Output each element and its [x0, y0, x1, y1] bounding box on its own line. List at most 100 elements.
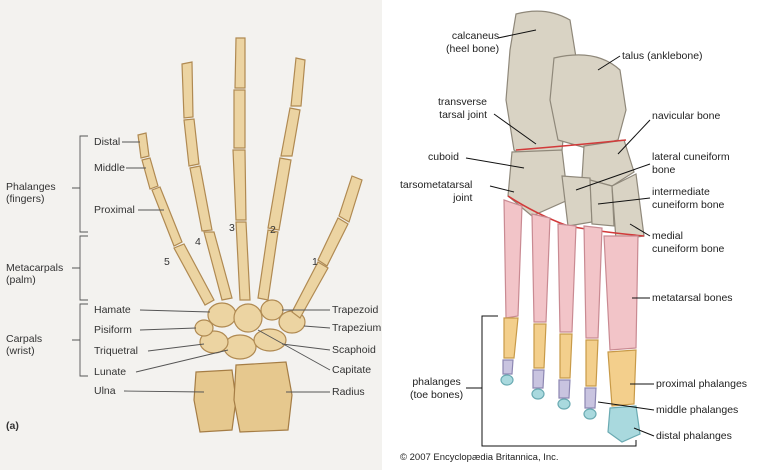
lunate-bone — [223, 334, 257, 360]
carpals-bracket — [72, 303, 88, 377]
finger-3-middle — [233, 89, 246, 149]
middle-phalanx-4 — [532, 369, 545, 389]
radius-bone — [233, 361, 293, 433]
calcaneus-leader — [497, 29, 537, 39]
finger-4-proximal — [189, 165, 213, 232]
hand-skeleton-illustration — [72, 37, 363, 433]
thumb-distal — [338, 175, 363, 223]
trapezium-leader — [303, 325, 331, 329]
finger-3-proximal — [232, 149, 247, 221]
metatarsal-2 — [583, 225, 603, 339]
metacarpal-3 — [235, 221, 251, 301]
talus-bone — [549, 54, 627, 149]
radius-label: Radius — [332, 386, 365, 398]
finger-2-proximal — [267, 157, 292, 231]
proximal-phalanx-5 — [503, 317, 519, 359]
metacarpal-2 — [257, 229, 279, 301]
navicular-leader — [617, 119, 651, 155]
capitate-bone — [233, 303, 263, 333]
lateral-cuneiform-leader — [575, 163, 651, 191]
toe-phalanges-bracket — [466, 315, 637, 447]
distal-phalanx-4 — [531, 388, 545, 400]
hamate-bone — [207, 302, 237, 328]
metatarsal-3 — [557, 223, 577, 333]
finger-5-middle — [141, 157, 159, 190]
ulna-label: Ulna — [94, 385, 116, 397]
trapezoid-label: Trapezoid — [332, 304, 379, 316]
lunate-leader — [135, 349, 229, 373]
metacarpal-4 — [203, 231, 233, 301]
metacarpals-bracket — [72, 235, 88, 301]
digit-number-5: 5 — [164, 256, 170, 268]
hand-diagram-panel: Phalanges(fingers) Metacarpals(palm) Car… — [0, 0, 382, 470]
middle-phalanx-5 — [502, 359, 514, 375]
triquetral-label: Triquetral — [94, 345, 138, 357]
pisiform-label: Pisiform — [94, 324, 132, 336]
distal-label: Distal — [94, 136, 121, 148]
middle-label: Middle — [94, 162, 125, 174]
capitate-label: Capitate — [332, 364, 372, 376]
trapezium-label: Trapezium — [332, 322, 382, 334]
metatarsal-5 — [503, 199, 523, 319]
navicular-label: navicular bone — [652, 110, 721, 122]
cuboid-bone — [507, 149, 569, 217]
copyright-text: © 2007 Encyclopædia Britannica, Inc. — [400, 452, 559, 463]
finger-4-distal — [181, 61, 194, 119]
distal-phalanx-3 — [557, 398, 571, 410]
ulna-leader — [123, 390, 205, 393]
middle-phalanges-leader — [597, 401, 655, 411]
metatarsal-1 — [603, 235, 639, 351]
intermediate-cuneiform-bone — [589, 179, 615, 227]
metatarsal-bones-label: metatarsal bones — [652, 292, 733, 304]
triquetral-leader — [147, 343, 205, 352]
tarsometatarsal-leader — [489, 185, 515, 193]
middle-phalanges-label: middle phalanges — [656, 404, 739, 416]
middle-phalanx-2 — [584, 387, 597, 409]
middle-phalanx-3 — [558, 379, 571, 399]
panel-letter: (a) — [6, 420, 19, 432]
digit-number-2: 2 — [270, 224, 276, 236]
metacarpals-group-label: Metacarpals(palm) — [6, 262, 64, 286]
phalanges-bracket — [72, 135, 88, 233]
scaphoid-label: Scaphoid — [332, 344, 376, 356]
thumb-proximal — [317, 217, 349, 267]
digit-number-1: 1 — [312, 256, 318, 268]
distal-phalanges-label: distal phalanges — [656, 430, 732, 442]
finger-3-distal — [234, 37, 246, 89]
finger-5-distal — [137, 132, 150, 159]
digit-number-3: 3 — [229, 222, 235, 234]
proximal-phalanx-1 — [607, 349, 637, 407]
talus-label: talus (anklebone) — [622, 50, 703, 62]
proximal-phalanges-label: proximal phalanges — [656, 378, 748, 390]
proximal-phalanx-4 — [533, 323, 547, 369]
proximal-label: Proximal — [94, 204, 135, 216]
distal-phalanx-2 — [583, 408, 597, 420]
cuboid-leader — [465, 157, 525, 169]
metacarpal-5 — [173, 243, 215, 306]
digit-number-4: 4 — [195, 236, 201, 248]
scaphoid-leader — [281, 343, 331, 351]
metacarpal-1 — [291, 261, 329, 319]
cuboid-label: cuboid — [428, 151, 459, 163]
lunate-label: Lunate — [94, 366, 127, 378]
hamate-leader — [139, 309, 211, 313]
intermediate-cuneiform-leader — [597, 197, 651, 205]
metatarsal-4 — [531, 213, 551, 323]
distal-phalanx-5 — [500, 374, 514, 386]
calcaneus-label: calcaneus(heel bone) — [446, 30, 500, 55]
ulna-bone — [193, 369, 237, 433]
scaphoid-bone — [253, 328, 287, 352]
proximal-phalanx-3 — [559, 333, 573, 379]
foot-diagram-panel: calcaneus(heel bone) talus (anklebone) t… — [386, 0, 770, 470]
distal-phalanx-1 — [607, 405, 641, 443]
hamate-label: Hamate — [94, 304, 131, 316]
finger-4-middle — [183, 118, 200, 167]
pisiform-leader — [139, 327, 197, 331]
transverse-joint-leader — [493, 113, 537, 145]
carpals-group-label: Carpals(wrist) — [6, 333, 43, 357]
phalanges-group-label: Phalanges(fingers) — [6, 181, 56, 205]
